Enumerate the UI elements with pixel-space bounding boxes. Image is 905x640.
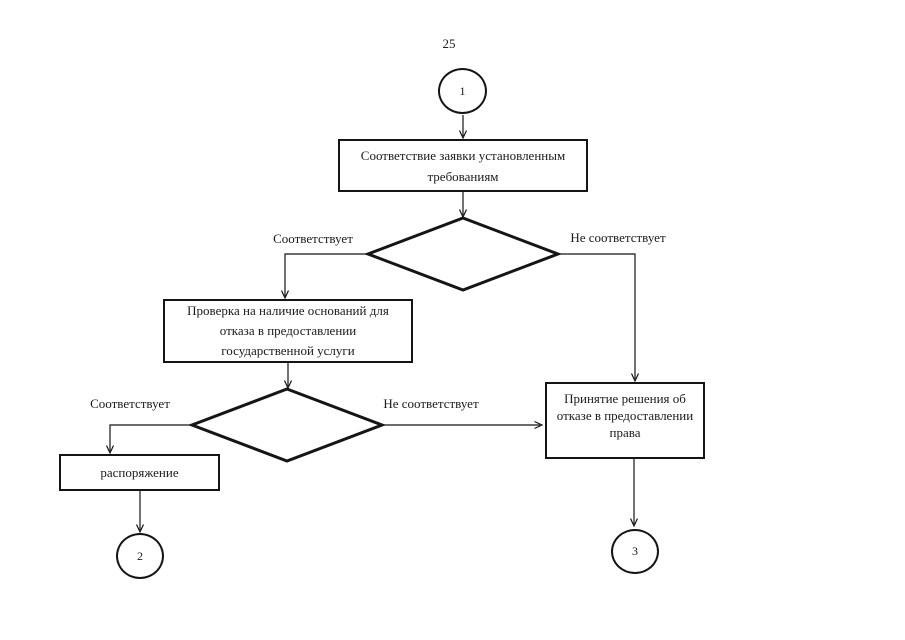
edge-decision1-no-line — [558, 253, 636, 379]
edge-label-decision2-no: Не соответствует — [383, 396, 479, 411]
connector-circle-2-label: 2 — [137, 548, 143, 563]
edge-decision2-yes-line — [109, 424, 192, 451]
arrowhead-down-icon — [105, 445, 115, 455]
process-box-order-line: распоряжение — [100, 464, 179, 480]
process-box-refusal: Принятие решения об отказе в предоставле… — [545, 382, 705, 459]
process-box-requirements-line: требованиям — [427, 168, 499, 184]
arrowhead-down-icon — [135, 524, 145, 534]
arrowhead-down-icon — [630, 373, 640, 383]
edge-decision1-yes-line — [284, 253, 368, 296]
process-box-refusal-line: права — [609, 425, 641, 440]
arrowhead-down-icon — [280, 290, 290, 300]
process-box-check-line: отказа в предоставлении — [219, 323, 357, 338]
connector-circle-2: 2 — [116, 533, 164, 579]
process-box-requirements: Соответствие заявки установленным требов… — [338, 139, 588, 192]
process-box-requirements-line: Соответствие заявки установленным — [360, 147, 566, 163]
process-box-order: распоряжение — [59, 454, 220, 491]
arrowhead-right-icon — [534, 420, 544, 430]
edge-label-decision1-yes: Соответствует — [273, 231, 353, 246]
process-box-check-line: Проверка на наличие оснований для — [187, 303, 389, 318]
edge-label-decision2-yes: Соответствует — [90, 396, 170, 411]
edge-label-decision1-no: Не соответствует — [570, 230, 666, 245]
decision2-diamond — [187, 387, 387, 463]
process-box-refusal-line: Принятие решения об — [564, 391, 686, 406]
connector-circle-1-label: 1 — [459, 83, 466, 98]
process-box-check-line: государственной услуги — [221, 343, 355, 358]
process-box-check: Проверка на наличие оснований для отказа… — [163, 299, 413, 363]
arrowhead-down-icon — [458, 130, 468, 140]
arrowhead-down-icon — [629, 518, 639, 528]
process-box-refusal-line: отказе в предоставлении — [556, 408, 694, 423]
connector-circle-3: 3 — [611, 529, 659, 574]
connector-circle-1: 1 — [438, 68, 487, 114]
decision1-diamond — [363, 216, 563, 292]
connector-circle-3-label: 3 — [632, 544, 638, 558]
page-number: 25 — [442, 36, 456, 51]
